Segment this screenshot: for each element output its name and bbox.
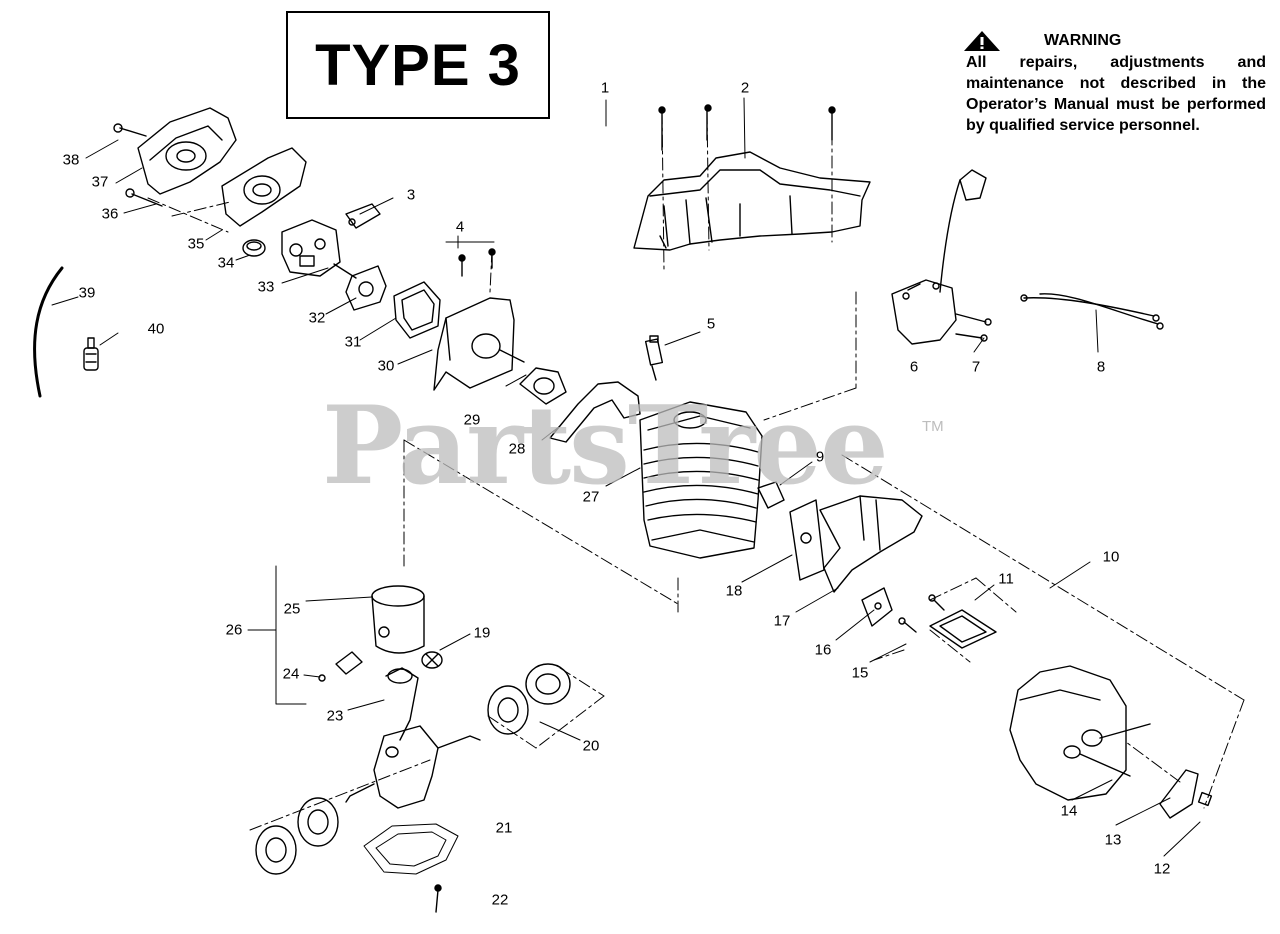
callout-32: 32 [308, 309, 326, 327]
callout-29: 29 [463, 411, 481, 429]
throttle-link [345, 203, 381, 229]
callout-40: 40 [147, 320, 165, 338]
callout-33: 33 [257, 278, 275, 296]
bearing-lower-a [297, 797, 339, 847]
muffler-gasket [789, 499, 825, 581]
callout-35: 35 [187, 235, 205, 253]
intake-manifold [519, 367, 567, 405]
screw-22 [434, 884, 442, 913]
muffler-plate [929, 609, 997, 649]
gasket-32 [345, 265, 387, 311]
carburetor [281, 219, 357, 279]
callout-3: 3 [406, 186, 416, 204]
air-filter-holder [221, 147, 307, 227]
bearing-lower-b [255, 825, 297, 875]
callout-8: 8 [1096, 358, 1106, 376]
ignition-module [891, 169, 987, 345]
piston [371, 585, 425, 654]
warning-triangle-icon [964, 30, 1000, 51]
bearing-20b [525, 663, 571, 705]
needle-bearing [421, 651, 443, 669]
callout-38: 38 [62, 151, 80, 169]
nut-12 [1197, 791, 1213, 807]
callout-10: 10 [1102, 548, 1120, 566]
callout-2: 2 [740, 79, 750, 97]
muffler [1009, 665, 1151, 801]
callout-37: 37 [91, 173, 109, 191]
partstree-watermark: PartsTree [322, 383, 889, 509]
air-filter-cover [137, 107, 237, 195]
callout-4: 4 [455, 218, 465, 236]
bearing-20a [487, 685, 529, 735]
callout-18: 18 [725, 582, 743, 600]
muffler-cap [1159, 769, 1199, 819]
spark-plug [644, 335, 664, 381]
callout-34: 34 [217, 254, 235, 272]
wire-harness [1020, 293, 1164, 330]
screws-15 [898, 594, 945, 633]
callout-12: 12 [1153, 860, 1171, 878]
callout-22: 22 [491, 891, 509, 909]
dash-dot-lines [147, 109, 1245, 831]
callout-39: 39 [78, 284, 96, 302]
piston-pin [318, 651, 363, 682]
callout-21: 21 [495, 819, 513, 837]
fuel-hose [33, 266, 64, 398]
screws-7 [955, 313, 992, 342]
trademark-symbol: TM [922, 418, 944, 435]
callout-5: 5 [706, 315, 716, 333]
warning-header: WARNING [964, 30, 1266, 51]
warning-block: WARNING All repairs, adjustments and mai… [964, 30, 1266, 136]
crankcase-gasket [363, 823, 459, 875]
callout-15: 15 [851, 664, 869, 682]
callout-31: 31 [344, 333, 362, 351]
callout-11: 11 [998, 570, 1014, 588]
callout-17: 17 [773, 612, 791, 630]
callout-1: 1 [600, 79, 610, 97]
callout-20: 20 [582, 737, 600, 755]
cylinder [639, 401, 763, 559]
callout-19: 19 [473, 624, 491, 642]
screw-38 [113, 123, 147, 137]
callout-16: 16 [814, 641, 832, 659]
spacer-16 [861, 587, 893, 627]
callout-27: 27 [582, 488, 600, 506]
diagram-title: TYPE 3 [286, 11, 550, 119]
callout-7: 7 [971, 358, 981, 376]
ring-34 [242, 239, 266, 257]
gasket-31 [393, 281, 441, 339]
decompression-block [757, 481, 785, 509]
callout-13: 13 [1104, 831, 1122, 849]
intake-block [433, 297, 525, 391]
warning-text: All repairs, adjustments and maintenance… [966, 54, 1266, 134]
leader-lines [51, 97, 1201, 857]
screws-4 [458, 248, 496, 277]
callout-30: 30 [377, 357, 395, 375]
callout-36: 36 [101, 205, 119, 223]
callout-25: 25 [283, 600, 301, 618]
callout-23: 23 [326, 707, 344, 725]
callout-28: 28 [508, 440, 526, 458]
cylinder-cover [633, 104, 871, 251]
callout-9: 9 [815, 448, 825, 466]
fuel-filter [83, 337, 99, 371]
callout-6: 6 [909, 358, 919, 376]
warning-heading: WARNING [1044, 32, 1122, 49]
heat-shield [819, 495, 923, 593]
callout-26: 26 [225, 621, 243, 639]
screw-36 [125, 188, 163, 207]
callout-24: 24 [282, 665, 300, 683]
crankshaft [345, 667, 481, 809]
callout-14: 14 [1060, 802, 1078, 820]
impulse-hose [549, 381, 641, 443]
